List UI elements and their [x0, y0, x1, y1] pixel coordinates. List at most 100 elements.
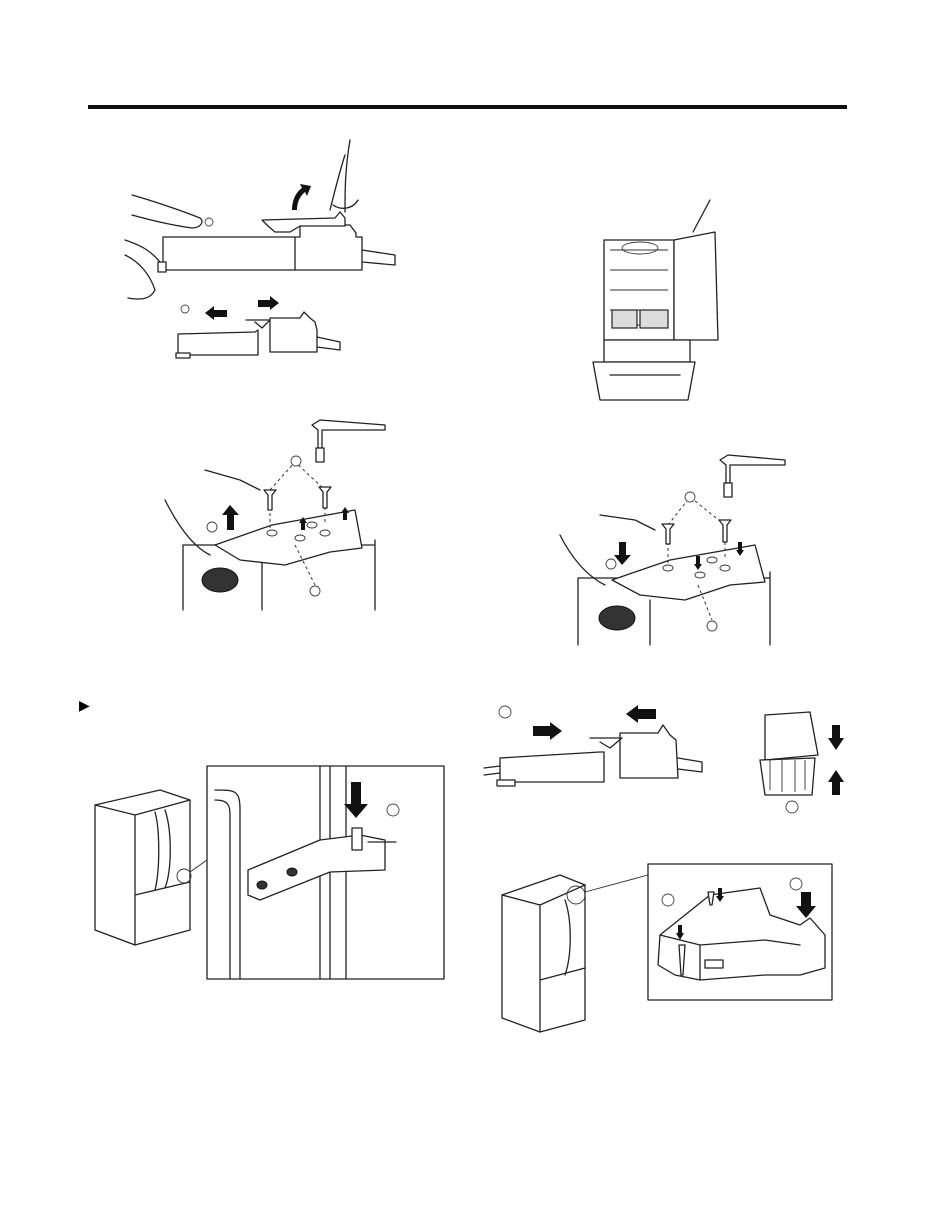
hand-icon: [164, 499, 211, 556]
hinge-pin: [351, 827, 363, 851]
callout-circle: [386, 803, 400, 817]
line-art: [316, 336, 341, 351]
line-art: [723, 482, 733, 498]
line-art: [483, 765, 501, 776]
zoom-circle: [176, 868, 192, 884]
callout-circle: [290, 455, 302, 467]
fridge-door: [673, 231, 719, 341]
arrow-down-icon: [676, 925, 684, 940]
arrow-down-icon: [796, 892, 816, 918]
line-art: [719, 564, 731, 572]
figure-lower-hinge-detail: [94, 765, 445, 980]
connector-half-left: [177, 329, 259, 356]
line-art: [564, 899, 571, 976]
hinge-bracket: [247, 834, 386, 901]
figure-hinge-cover: [501, 863, 833, 1033]
figure-disconnect-connector: [124, 139, 396, 359]
line-art: [694, 571, 706, 579]
callout-circle: [684, 491, 696, 503]
section-marker: ▶: [79, 697, 90, 713]
wire: [361, 249, 396, 266]
socket-wrench-icon: [311, 419, 386, 449]
figure-remove-hinge-bolts: [164, 419, 386, 611]
arrow-down-icon: [694, 556, 702, 570]
line-art: [157, 261, 167, 273]
leader-line: [692, 199, 711, 233]
line-art: [677, 757, 703, 773]
line-art: [294, 544, 316, 586]
line-art: [294, 534, 306, 542]
line-art: [256, 880, 268, 890]
arrow-left-icon: [626, 705, 656, 723]
finger-icon: [131, 194, 203, 229]
arrow-right-icon: [533, 722, 562, 740]
line-art: [584, 874, 649, 893]
figure-install-hinge-bolts: [559, 454, 786, 646]
callout-circle: [498, 705, 512, 719]
screw-icon: [678, 944, 686, 976]
refrigerator-icon: [94, 789, 191, 946]
line-art: [697, 584, 713, 621]
screw-icon: [707, 891, 715, 906]
line-art: [704, 959, 724, 969]
detail-frame: [647, 863, 833, 1001]
callout-circle: [309, 585, 321, 597]
callout-circle: [180, 304, 190, 314]
drawer-top: [603, 339, 691, 363]
line-art: [667, 496, 726, 565]
hinge-plate: [611, 544, 766, 601]
bolt-icon: [318, 486, 332, 509]
line-art: [639, 309, 669, 329]
line-art: [589, 737, 623, 749]
line-art: [182, 539, 376, 611]
hand-icon: [559, 534, 606, 586]
arrow-up-icon: [828, 770, 844, 795]
line-art: [759, 757, 816, 796]
connector-latch: [261, 211, 346, 233]
line-art: [266, 529, 278, 537]
line-art: [662, 564, 674, 572]
zoom-circle: [566, 885, 586, 905]
line-art: [306, 521, 318, 529]
refrigerator-icon: [501, 874, 586, 1033]
arrow-down-icon: [614, 542, 631, 565]
line-art: [319, 529, 331, 537]
arrow-down-icon: [736, 542, 744, 556]
callout-circle: [605, 558, 617, 570]
arrow-down-icon: [344, 782, 368, 818]
line-art: [154, 809, 171, 891]
line-art: [501, 884, 586, 1033]
line-art: [769, 760, 806, 792]
hand-icon: [124, 239, 161, 300]
arrow-down-icon: [828, 725, 844, 750]
line-art: [315, 447, 325, 463]
line-art: [610, 249, 668, 326]
hinge-plate: [214, 509, 363, 566]
line-art: [496, 779, 516, 787]
freezer-drawer: [592, 361, 696, 401]
header-rule: [88, 105, 847, 109]
arrow-left-icon: [205, 306, 227, 320]
line-art: [214, 789, 241, 980]
figure-reconnect-connector: [483, 705, 844, 814]
callout-circle: [785, 800, 799, 814]
arrow-up-icon: [299, 517, 307, 530]
line-art: [706, 556, 718, 564]
callout-circle: [661, 893, 675, 907]
hands-connector-icon: [764, 711, 819, 761]
connector-half-right: [269, 311, 318, 353]
callout-circle: [706, 620, 718, 632]
bolt-icon: [263, 489, 277, 511]
finger-icon: [329, 139, 359, 213]
line-art: [577, 571, 771, 646]
line-art: [189, 859, 208, 873]
leader-line: [599, 514, 656, 531]
line-art: [611, 309, 638, 329]
line-art: [94, 799, 191, 946]
figure-fridge-door-open: [592, 199, 719, 401]
line-art: [245, 319, 271, 329]
hinge-knob: [598, 605, 636, 631]
arrow-up-icon: [222, 505, 239, 530]
bolt-icon: [718, 519, 732, 543]
